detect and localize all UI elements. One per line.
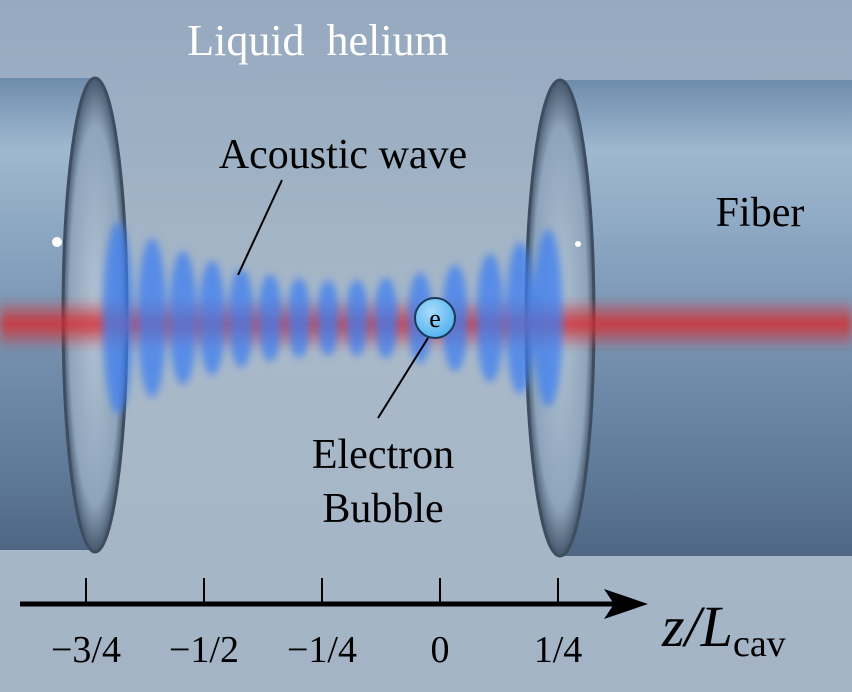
acoustic-wave-lobe — [345, 279, 369, 357]
acoustic-wave-label: Acoustic wave — [219, 132, 467, 178]
acoustic-wave-lobe — [374, 277, 398, 359]
electron-bubble: e — [414, 297, 456, 339]
electron-bubble-label-line2: Bubble — [322, 486, 443, 532]
acoustic-wave-lobe — [316, 279, 340, 357]
electron-pointer — [377, 337, 429, 419]
acoustic-wave-lobe — [137, 238, 167, 398]
acoustic-wave-lobe — [102, 221, 134, 415]
acoustic-wave-lobe — [257, 274, 283, 362]
axis-tick-label: −3/4 — [51, 629, 121, 671]
acoustic-wave-lobe — [505, 241, 535, 395]
acoustic-wave-lobe — [533, 228, 563, 408]
axis-label: z/Lcav — [661, 594, 786, 665]
axis-arrowhead — [604, 589, 648, 619]
axis-tick-label: 0 — [431, 629, 450, 671]
liquid-helium-label: Liquid helium — [187, 16, 449, 65]
electron-bubble-label-line1: Electron — [312, 432, 454, 478]
acoustic-wave-pointer — [237, 179, 283, 276]
z-axis: −3/4 −1/2 −1/4 0 1/4 z/Lcav — [20, 578, 786, 671]
acoustic-wave-lobe — [287, 278, 311, 358]
axis-tick-label: 1/4 — [534, 629, 583, 671]
fiber-label: Fiber — [716, 190, 805, 236]
axis-tick-label: −1/2 — [169, 629, 239, 671]
acoustic-wave-lobe — [228, 268, 254, 368]
axis-label-subscript: cav — [733, 623, 786, 665]
acoustic-wave-lobe — [476, 253, 504, 383]
axis-tick-label: −1/4 — [287, 629, 357, 671]
acoustic-wave-lobe — [169, 250, 197, 386]
acoustic-wave — [102, 221, 563, 415]
acoustic-wave-lobe — [198, 260, 226, 376]
electron-symbol: e — [429, 304, 441, 333]
